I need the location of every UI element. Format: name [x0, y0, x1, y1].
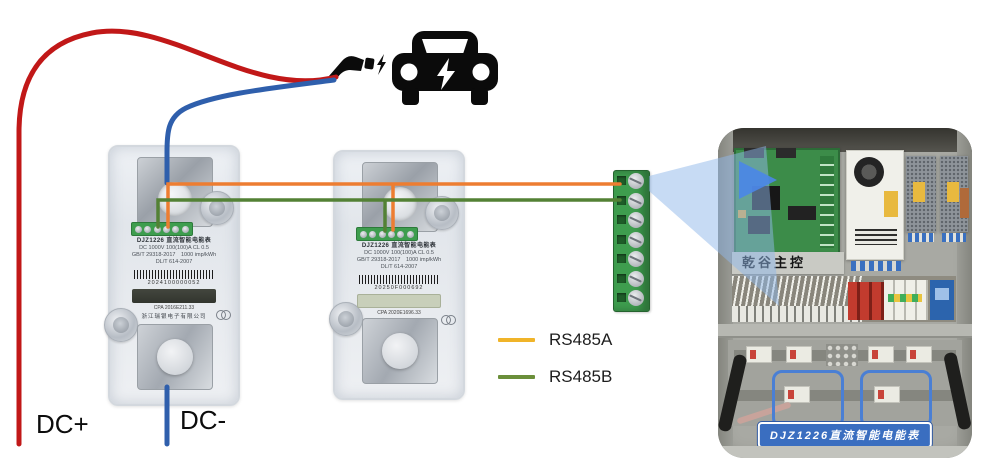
meter2-cert-mark-icon: [441, 315, 456, 325]
meter1-standard2: DL/T 614-2007: [155, 259, 193, 265]
meter1-pulse-constant: 1000 imp/kWh: [181, 252, 217, 258]
terminal-1: [614, 171, 649, 191]
meter2-rs485-terminal-strip: [356, 227, 418, 241]
relay-component: [960, 188, 969, 218]
terminal-2: [614, 191, 649, 211]
meter2-faceplate: DJZ1226 直流智能电能表 DC 1000V 100(100)A CL 0.…: [341, 242, 457, 271]
rs485a-swatch: [498, 338, 535, 342]
din-meter-1: [784, 386, 810, 403]
lightning-icon: [437, 58, 455, 90]
center-terminal-block: [826, 344, 858, 366]
legend-row-rs485b: RS485B: [498, 367, 613, 386]
meter2-lcd-display: [357, 294, 441, 308]
fuse-holder: [868, 346, 894, 363]
meter1-cable-hole: [158, 182, 192, 216]
meter1-bottom-clamp: [137, 324, 213, 390]
meter2-standard2: DL/T 614-2007: [380, 264, 418, 270]
circuit-breakers: [884, 280, 928, 320]
meter1-seal-screw-top: [200, 191, 234, 225]
wire-bundle: [732, 276, 862, 310]
meter1-standard: GB/T 29318-2017: [131, 252, 176, 258]
wiring-section: [732, 276, 956, 322]
ev-car-icon: [392, 31, 498, 105]
din-terminal-strip: [732, 306, 862, 322]
meter2-rating: DC 1000V 100(100)A CL 0.5: [364, 250, 434, 256]
meter1-bottom-cap: [157, 339, 193, 375]
legend: RS485A RS485B: [498, 330, 613, 405]
busbar-rail-2: [734, 390, 956, 401]
meter1-cert-mark-icon: [216, 310, 231, 320]
meter1-title: DJZ1226 直流智能电能表: [136, 238, 212, 244]
meter-highlight-box-2: [860, 370, 932, 428]
dc-meter-2: DJZ1226 直流智能电能表 DC 1000V 100(100)A CL 0.…: [329, 150, 465, 400]
meter1-rs485-terminal-strip: [131, 222, 193, 236]
main-control-pcb: [734, 148, 840, 254]
cabinet-floor: [718, 446, 972, 458]
meter2-seal-screw-top: [425, 196, 459, 230]
cabinet-shelf: [718, 324, 972, 338]
legend-row-rs485a: RS485A: [498, 330, 613, 349]
terminal-6: [614, 269, 649, 289]
meter2-bottom-clamp: [362, 318, 438, 384]
meter2-barcode: [359, 275, 439, 284]
dc-minus-label: DC-: [180, 405, 227, 435]
meter1-faceplate: DJZ1226 直流智能电能表 DC 1000V 100(100)A CL 0.…: [116, 237, 232, 266]
meter1-serial: 2024100000052: [147, 280, 201, 286]
din-meter-2: [874, 386, 900, 403]
power-supply-fan: [846, 150, 904, 271]
meter1-lcd-display: [132, 289, 216, 303]
meter2-standards: GB/T 29318-2017 1000 imp/kWh: [341, 257, 457, 264]
terminal-7: [614, 288, 649, 308]
headlight-left: [400, 63, 418, 81]
meter2-certification: CPA 2020E1696.33: [377, 310, 421, 316]
rs485a-label: RS485A: [549, 330, 613, 349]
mesh-power-supply-1: [906, 156, 936, 242]
meter2-title: DJZ1226 直流智能电能表: [361, 243, 437, 249]
cabinet-meter-label: DJZ1226直流智能电能表: [757, 422, 933, 448]
headlight-right: [472, 63, 490, 81]
fuse-holder: [746, 346, 772, 363]
rs485b-swatch: [498, 375, 535, 379]
meter2-serial: 20250F000692: [374, 285, 424, 291]
terminal-5: [614, 249, 649, 269]
controller-label: 乾谷主控: [732, 252, 844, 274]
dc-plus-label: DC+: [36, 409, 89, 439]
spark-icon: [377, 54, 386, 75]
fuse-holder: [906, 346, 932, 363]
terminal-4: [614, 230, 649, 250]
windshield: [422, 39, 468, 57]
meter-highlight-box-1: [772, 370, 844, 428]
rs485b-label: RS485B: [549, 367, 613, 386]
busbar-section: [718, 340, 972, 433]
terminal-3: [614, 210, 649, 230]
meter2-cable-hole: [383, 187, 417, 221]
control-cabinet-photo: 乾谷主控 DJZ1226直流智能电能表: [718, 128, 972, 458]
fuse-holder: [786, 346, 812, 363]
rs485-terminal-block: [613, 170, 650, 312]
fan-icon: [854, 157, 884, 187]
meter2-bottom-cap: [382, 333, 418, 369]
charging-plug-icon: [329, 54, 386, 77]
comm-module: [930, 280, 954, 320]
meter1-standards: GB/T 29318-2017 1000 imp/kWh: [116, 252, 232, 259]
meter1-rating: DC 1000V 100(100)A CL 0.5: [139, 245, 209, 251]
meter2-pulse-constant: 1000 imp/kWh: [406, 257, 442, 263]
meter2-standard: GB/T 29318-2017: [356, 257, 401, 263]
meter1-barcode: [134, 270, 214, 279]
dc-meter-1: DJZ1226 直流智能电能表 DC 1000V 100(100)A CL 0.…: [104, 145, 240, 406]
